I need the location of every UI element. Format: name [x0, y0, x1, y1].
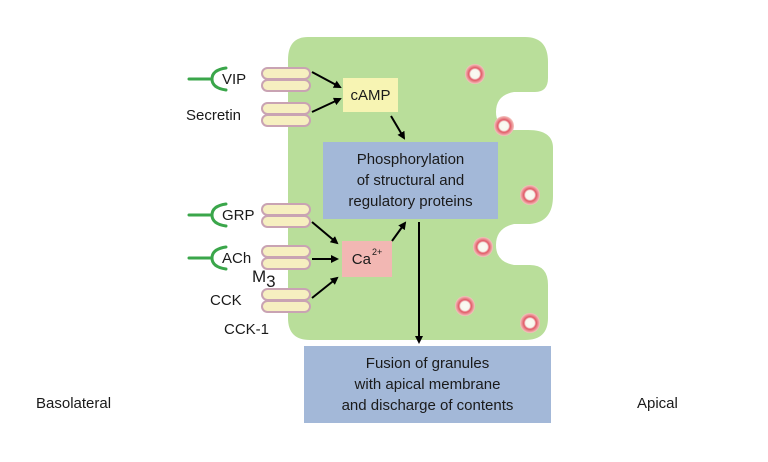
- fusion-box: [304, 346, 551, 423]
- secretory-granule: [455, 296, 475, 316]
- ligand-label-grp: GRP: [222, 207, 255, 224]
- phosphorylation-text: Phosphorylation of structural and regula…: [348, 151, 473, 210]
- camp-label: cAMP: [350, 86, 391, 104]
- ligand-label-vip: VIP: [222, 71, 247, 88]
- ligand-hooks: [187, 66, 228, 271]
- ligand-hook-vip: [187, 66, 228, 92]
- phosphorylation-box: [323, 142, 498, 219]
- arrow-grp-to-ca: [311, 221, 339, 245]
- ligand-label-cck: CCK: [210, 292, 242, 309]
- receptors: [261, 67, 311, 313]
- secretory-granule: [465, 64, 485, 84]
- arrow-cck-to-ca: [311, 276, 339, 299]
- arrow-camp-to-phosphorylation: [390, 115, 406, 140]
- receptor-m3: [261, 245, 311, 270]
- basolateral-label: Basolateral: [36, 395, 112, 412]
- arrow-secretin-to-camp: [311, 97, 342, 113]
- camp-box: [343, 78, 398, 112]
- receptor-secretin: [261, 102, 311, 127]
- secretory-granule: [473, 237, 493, 257]
- secretory-granules: [455, 64, 540, 333]
- secretory-granule: [494, 116, 514, 136]
- ligand-hook-grp: [187, 202, 228, 228]
- ligand-hook-ach: [187, 245, 228, 271]
- apical-label: Apical: [637, 395, 678, 412]
- receptor-label-m3: M3: [252, 267, 276, 291]
- ca-box: [342, 241, 392, 277]
- secretory-granule: [520, 185, 540, 205]
- secretory-granule: [520, 313, 540, 333]
- fusion-text: Fusion of granules with apical membrane …: [341, 355, 514, 414]
- receptor-grp: [261, 203, 311, 228]
- receptor-cck1: [261, 288, 311, 313]
- receptor-label-cck1: CCK-1: [224, 321, 270, 338]
- arrow-vip-to-camp: [311, 71, 342, 88]
- receptor-vip: [261, 67, 311, 92]
- ligand-label-secretin: Secretin: [186, 107, 242, 124]
- arrow-ca-to-phosphorylation: [391, 221, 407, 242]
- signal-arrows: [311, 71, 423, 344]
- ligand-label-ach: ACh: [222, 250, 252, 267]
